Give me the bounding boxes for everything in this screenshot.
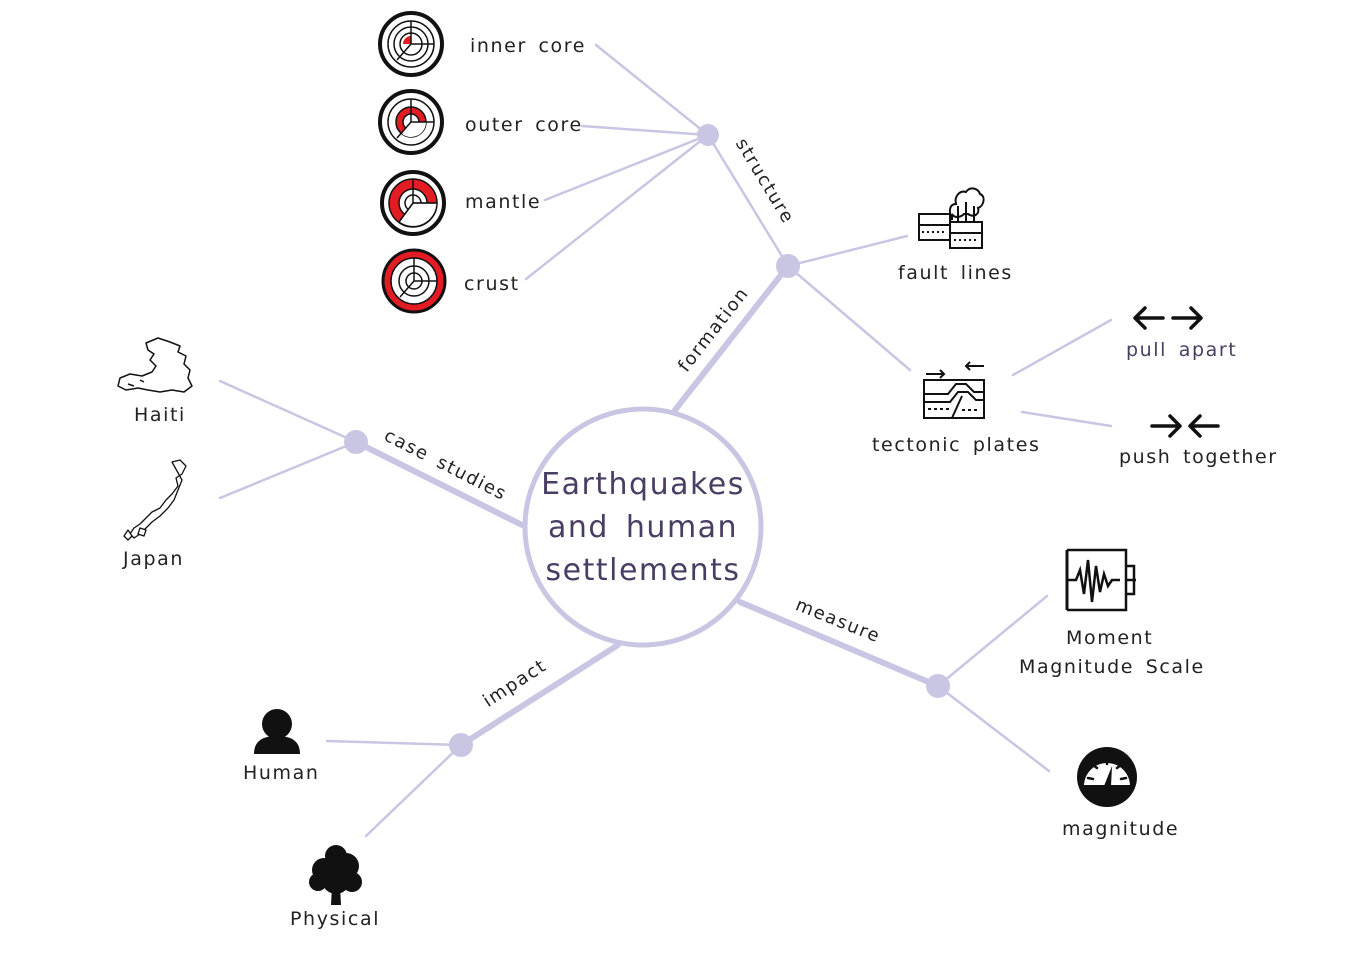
- connectors: [218, 43, 1113, 838]
- arrows-apart-icon: [1133, 306, 1203, 330]
- person-icon: [254, 709, 300, 754]
- tectonic-plates-icon: [923, 361, 985, 419]
- leaf-label-inner-core: inner core: [470, 35, 586, 57]
- center-title-line-1: Earthquakes: [541, 467, 745, 502]
- branch-label-measure: measure: [793, 594, 884, 647]
- leaf-label-human: Human: [243, 762, 320, 784]
- connector-mantle: [543, 133, 710, 202]
- hub-formation: [776, 254, 800, 278]
- connector-haiti: [218, 379, 358, 444]
- connector-structure: [706, 133, 790, 268]
- leaf-label-outer-core: outer core: [465, 114, 583, 136]
- hub-structure: [697, 124, 719, 146]
- connector-physical: [364, 743, 463, 838]
- earth-mantle-icon: [380, 170, 446, 236]
- connector-impact: [458, 642, 621, 748]
- connector-outer-core: [580, 124, 710, 137]
- tree-icon: [309, 845, 362, 905]
- connector-human: [325, 739, 463, 747]
- connector-crust: [524, 133, 710, 281]
- fault-lines-icon: [918, 187, 985, 249]
- haiti-map-icon: [117, 337, 193, 393]
- japan-map-icon: [123, 459, 187, 541]
- leaf-label-pull-apart: pull apart: [1126, 339, 1237, 361]
- hub-measure: [926, 674, 950, 698]
- center-node: Earthquakes and human settlements: [522, 406, 764, 648]
- hub-case-studies: [344, 430, 368, 454]
- connector-measure: [737, 599, 941, 689]
- leaf-label-mantle: mantle: [465, 191, 541, 213]
- leaf-label-fault-lines: fault lines: [898, 262, 1013, 284]
- connector-moment: [936, 594, 1049, 688]
- hubs: [344, 124, 950, 757]
- connector-push-together: [1020, 410, 1113, 428]
- connector-pull-apart: [1011, 318, 1113, 377]
- earth-inner-core-icon: [378, 11, 444, 77]
- connector-magnitude: [936, 684, 1051, 773]
- center-title-line-3: settlements: [546, 553, 741, 588]
- connector-case-studies: [353, 439, 525, 528]
- connector-fault-lines: [786, 234, 909, 268]
- leaf-label-moment-line-1: Moment: [1066, 627, 1153, 649]
- connector-japan: [218, 440, 358, 500]
- seismograph-icon: [1065, 548, 1136, 612]
- earth-crust-icon: [381, 248, 447, 314]
- connector-formation: [672, 263, 791, 413]
- leaf-label-tectonic-plates: tectonic plates: [872, 434, 1041, 456]
- leaf-label-magnitude: magnitude: [1062, 818, 1179, 840]
- arrows-together-icon: [1150, 414, 1220, 438]
- leaf-label-moment-line-2: Magnitude Scale: [1019, 656, 1205, 678]
- gauge-icon: [1077, 747, 1137, 807]
- leaf-label-physical: Physical: [290, 908, 380, 930]
- leaf-label-crust: crust: [464, 273, 520, 295]
- branch-label-structure: structure: [731, 135, 798, 228]
- earth-outer-core-icon: [378, 89, 444, 155]
- center-title-line-2: and human: [548, 510, 738, 545]
- leaf-label-haiti: Haiti: [134, 404, 186, 426]
- leaf-label-push-together: push together: [1119, 446, 1278, 468]
- branch-label-impact: impact: [479, 655, 550, 712]
- connector-tectonic-plates: [786, 264, 912, 372]
- hub-impact: [449, 733, 473, 757]
- connector-inner-core: [594, 43, 710, 137]
- leaf-label-japan: Japan: [122, 548, 184, 570]
